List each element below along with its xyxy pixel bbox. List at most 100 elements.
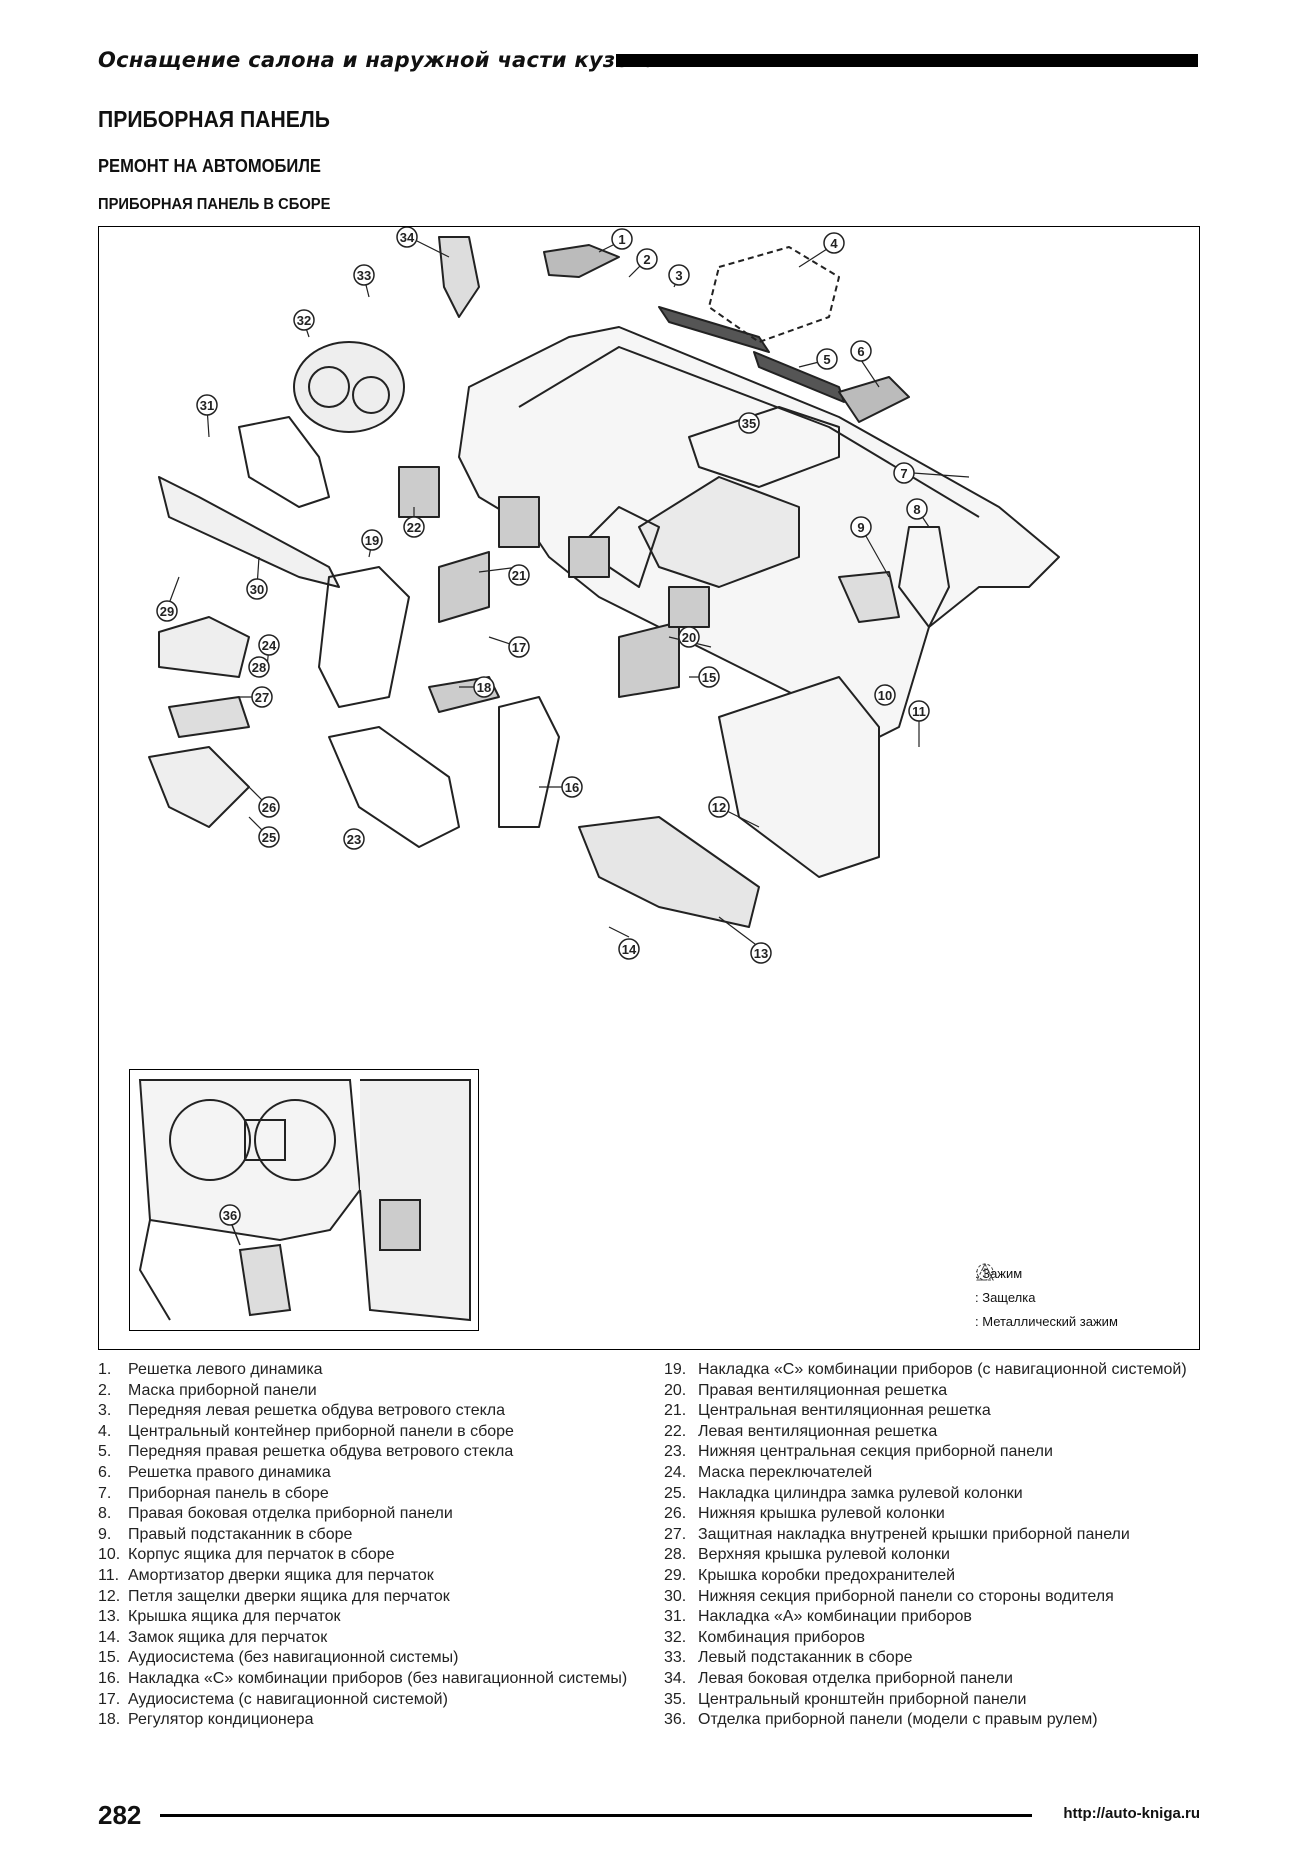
running-header-title: Оснащение салона и наружной части кузова: [98, 48, 659, 72]
svg-text:4: 4: [830, 236, 838, 251]
svg-text:16: 16: [565, 780, 579, 795]
item-text: Регулятор кондиционера: [128, 1711, 314, 1729]
callout-30: 30: [246, 578, 268, 600]
page-footer: 282 http://auto-kniga.ru: [98, 1800, 1200, 1830]
item-text: Накладка «С» комбинации приборов (с нави…: [698, 1361, 1187, 1378]
callout-27: 27: [251, 686, 273, 708]
exploded-diagram: 1 2 3 4 5 6 7 8 9 10 11 12 13 14 15 16 1…: [98, 226, 1200, 1350]
callout-23: 23: [343, 828, 365, 850]
callout-26: 26: [258, 796, 280, 818]
callout-35: 35: [738, 412, 760, 434]
item-number: 1.: [98, 1361, 112, 1378]
svg-text:13: 13: [754, 946, 768, 961]
footer-rule: [160, 1814, 1032, 1817]
callout-8: 8: [906, 498, 928, 520]
callout-36: 36: [219, 1204, 241, 1246]
svg-text:5: 5: [823, 352, 830, 367]
callout-13: 13: [750, 942, 772, 964]
callout-6: 6: [850, 340, 872, 362]
svg-text:31: 31: [200, 398, 214, 413]
diagram-legend: : Зажим : Защелка : Металлический зажим: [975, 1262, 1118, 1334]
item-text: Накладка цилиндра замка рулевой колонки: [698, 1484, 1023, 1502]
svg-text:27: 27: [255, 690, 269, 705]
callout-17: 17: [508, 636, 530, 658]
list-item: 4.Центральный контейнер приборной панели…: [98, 1422, 643, 1443]
item-text: Решетка правого динамика: [128, 1463, 331, 1481]
callout-29: 29: [156, 600, 178, 622]
list-item: 18.Регулятор кондиционера: [98, 1710, 643, 1731]
list-item: 26. Нижняя крышка рулевой колонки: [664, 1504, 1200, 1525]
svg-text:24: 24: [262, 638, 277, 653]
item-text: Приборная панель в сборе: [128, 1484, 329, 1502]
item-number: 3.: [98, 1402, 112, 1420]
item-number: 29.: [664, 1566, 687, 1584]
list-item: 21. Центральная вентиляционная решетка: [664, 1401, 1200, 1422]
list-item: 9.Правый подстаканник в сборе: [98, 1525, 643, 1546]
item-number: 35.: [664, 1690, 687, 1708]
legend-clip: : Зажим: [975, 1262, 1118, 1286]
legend-metal-clip: : Металлический зажим: [975, 1262, 1118, 1334]
page-number: 282: [98, 1800, 142, 1830]
callout-18: 18: [473, 676, 495, 698]
callout-32: 32: [293, 309, 315, 331]
callout-24: 24: [258, 634, 280, 656]
callout-11: 11: [908, 700, 930, 722]
svg-text:26: 26: [262, 800, 276, 815]
list-item: 22.Левая вентиляционная решетка: [664, 1422, 1200, 1443]
list-item: 17. Аудиосистема (с навигационной системо…: [98, 1690, 643, 1711]
item-text: Центральная вентиляционная решетка: [698, 1402, 991, 1420]
list-item: 5.Передняя правая решетка обдува ветрово…: [98, 1442, 643, 1463]
list-item: 20.Правая вентиляционная решетка: [664, 1381, 1200, 1402]
item-text: Петля защелки дверки ящика для перчаток: [128, 1587, 450, 1605]
list-item: 35.Центральный кронштейн приборной панел…: [664, 1690, 1200, 1711]
item-text: Аудиосистема (без навигационной системы): [128, 1649, 459, 1667]
diagram-drawing: 1 2 3 4 5 6 7 8 9 10 11 12 13 14 15 16 1…: [148, 227, 1060, 964]
svg-text:2: 2: [643, 252, 650, 267]
item-number: 22.: [664, 1422, 687, 1440]
item-number: 30.: [664, 1587, 687, 1605]
item-text: Маска переключателей: [698, 1463, 873, 1481]
item-text: Аудиосистема (с навигационной системой): [128, 1690, 448, 1708]
callout-15: 15: [698, 666, 720, 688]
item-number: 23.: [664, 1443, 687, 1461]
svg-text:35: 35: [742, 416, 756, 431]
item-text: Нижняя крышка рулевой колонки: [698, 1505, 945, 1523]
item-number: 26.: [664, 1505, 687, 1523]
inset-drawing: 36: [138, 1079, 471, 1322]
list-item: 1.Решетка левого динамика: [98, 1360, 643, 1381]
svg-text:15: 15: [702, 670, 716, 685]
list-item: 2.Маска приборной панели: [98, 1381, 643, 1402]
footer-url[interactable]: http://auto-kniga.ru: [1063, 1805, 1200, 1822]
item-text: Защитная накладка внутреней крышки прибо…: [698, 1525, 1130, 1543]
item-number: 14.: [98, 1628, 121, 1646]
list-item: 15.Аудиосистема (без навигационной систе…: [98, 1648, 643, 1669]
inset-rhd-detail: 36: [129, 1069, 479, 1331]
item-number: 7.: [98, 1484, 112, 1502]
item-text: Крышка коробки предохранителей: [698, 1566, 956, 1584]
list-item: 12.Петля защелки дверки ящика для перчат…: [98, 1587, 643, 1608]
item-number: 34.: [664, 1669, 687, 1687]
callout-20: 20: [678, 626, 700, 648]
item-number: 13.: [98, 1608, 121, 1626]
item-number: 32.: [664, 1628, 687, 1646]
callout-34: 34: [396, 227, 418, 248]
item-number: 16.: [98, 1669, 121, 1687]
item-text: Центральный контейнер приборной панели в…: [128, 1422, 514, 1440]
svg-text:34: 34: [400, 230, 415, 245]
header-bar: [616, 54, 1198, 67]
item-number: 10.: [98, 1546, 121, 1564]
item-number: 17.: [98, 1690, 121, 1708]
item-number: 19.: [664, 1361, 687, 1378]
item-text: Левый подстаканник в сборе: [698, 1649, 913, 1667]
svg-text:14: 14: [622, 942, 637, 957]
list-item: 7. Приборная панель в сборе: [98, 1484, 643, 1505]
item-number: 21.: [664, 1402, 687, 1420]
legend-latch: : Защелка: [975, 1262, 1118, 1310]
item-number: 24.: [664, 1463, 687, 1481]
callout-3: 3: [668, 264, 690, 286]
item-number: 28.: [664, 1546, 687, 1564]
svg-text:17: 17: [512, 640, 526, 655]
callout-12: 12: [708, 796, 730, 818]
callout-2: 2: [636, 248, 658, 270]
